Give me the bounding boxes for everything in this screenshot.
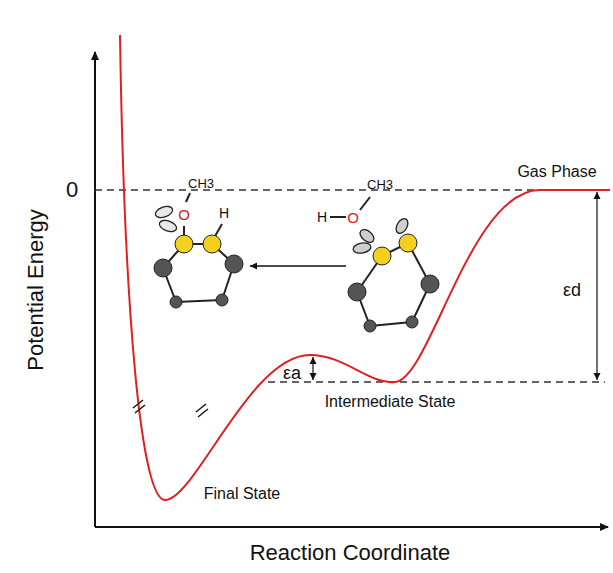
energy-symbol: εa (283, 364, 301, 382)
activation-arrow (312, 357, 313, 380)
atom-label: CH3 (188, 177, 214, 190)
level-label: Intermediate State (325, 394, 456, 410)
atom-label: H (317, 210, 327, 224)
y-axis (94, 52, 96, 527)
atom-label: O (178, 207, 190, 222)
desorption-arrow (596, 192, 597, 380)
level-label: Final State (204, 486, 280, 502)
axis-break-marks (133, 400, 208, 417)
reaction-arrow (250, 265, 346, 266)
intermediate-molecule (330, 197, 439, 332)
axis-zero: 0 (66, 179, 78, 201)
final-state-molecule (154, 193, 243, 308)
energy-symbol: εd (563, 281, 581, 299)
axis-title: Potential Energy (25, 209, 47, 370)
intermediate-level (268, 381, 605, 382)
axis-title: Reaction Coordinate (250, 542, 451, 564)
atom-label: H (219, 206, 229, 220)
atom-label: CH3 (367, 178, 393, 191)
potential-curve (120, 35, 610, 500)
level-label: Gas Phase (517, 164, 596, 180)
atom-label: O (347, 210, 359, 225)
x-axis (95, 526, 608, 528)
